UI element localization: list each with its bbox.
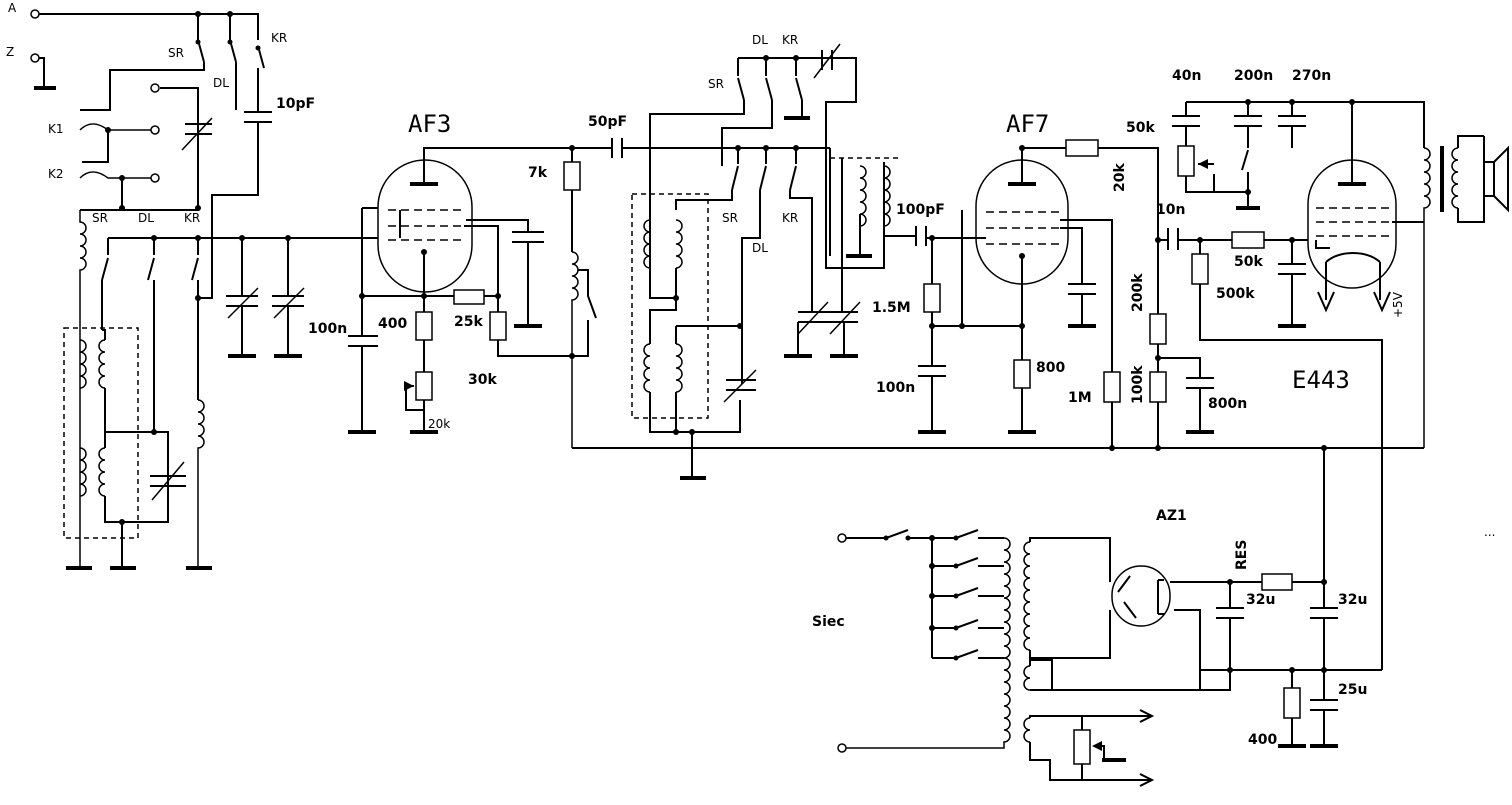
- r-500k-label: 500k: [1216, 286, 1255, 302]
- r-50k-top-label: 50k: [1126, 120, 1155, 136]
- r-20k-label: 20k: [1112, 163, 1128, 192]
- cap-10n-label: 10n: [1156, 202, 1185, 218]
- supply-label: +5V: [1391, 291, 1405, 318]
- k2-label: K2: [48, 167, 64, 181]
- r-1-5M-label: 1.5M: [872, 300, 911, 316]
- switch-label-kr-top: KR: [271, 31, 287, 45]
- switch-label-kr-osc: KR: [782, 33, 798, 47]
- cap-32u-a-label: 32u: [1246, 592, 1275, 608]
- ground-terminal[interactable]: [30, 53, 40, 63]
- r-7k-label: 7k: [528, 165, 548, 181]
- af3-label: AF3: [408, 110, 451, 138]
- resistor-50k-plate: [1065, 139, 1099, 157]
- antenna-label: A: [8, 1, 17, 15]
- cap-200n-label: 200n: [1234, 68, 1273, 84]
- ground-label: Z: [6, 45, 14, 59]
- cap-40n-label: 40n: [1172, 68, 1201, 84]
- cap-10pF-label: 10pF: [276, 96, 315, 112]
- heater-pot: [1073, 729, 1091, 765]
- resistor-200k: [1149, 313, 1167, 345]
- af3-stage: AF3 100n 400 20k 25k 30k: [308, 110, 830, 448]
- k1-terminal[interactable]: [150, 125, 160, 135]
- resistor-1M: [1103, 371, 1121, 403]
- cap-100n-af3-label: 100n: [308, 321, 347, 337]
- az1-tube: [1111, 565, 1171, 627]
- switch-label-sr-osc: SR: [708, 77, 724, 91]
- resistor-7k: [563, 161, 581, 191]
- pot-20k-label: 20k: [428, 417, 450, 431]
- resistor-25k: [453, 289, 485, 305]
- oscillator-section: DL KR SR SR KR DL: [631, 33, 916, 480]
- switch-label-dl-mid: DL: [138, 211, 154, 225]
- r-400-label: 400: [378, 316, 407, 332]
- resistor-1-5M: [923, 283, 941, 313]
- r-800-label: 800: [1036, 360, 1065, 376]
- switch-label-dl-osc: DL: [752, 33, 768, 47]
- resistor-500k: [1191, 253, 1209, 285]
- ellipsis-label: ...: [1484, 525, 1495, 539]
- e443-label: E443: [1292, 366, 1350, 394]
- switch-label-kr-mid: KR: [184, 211, 200, 225]
- r-200k-label: 200k: [1130, 273, 1146, 312]
- r-50k-grid-label: 50k: [1234, 254, 1263, 270]
- r-30k-label: 30k: [468, 372, 497, 388]
- mains-label: Siec: [812, 614, 845, 630]
- k2-terminal[interactable]: [150, 173, 160, 183]
- af7-stage: AF7 100pF 1.5M 100n 800 1M: [872, 110, 1159, 448]
- antenna-terminal[interactable]: [30, 9, 40, 19]
- r-1M-label: 1M: [1068, 390, 1092, 406]
- tone-pot: [1177, 145, 1195, 177]
- resistor-400-ps: [1283, 687, 1301, 719]
- switch-label-sr-osc2: SR: [722, 211, 738, 225]
- power-supply: Siec AZ1 RES 32u 32u: [812, 448, 1382, 787]
- r-100k-label: 100k: [1130, 365, 1146, 404]
- resistor-30k: [489, 311, 507, 341]
- resistor-res: [1261, 573, 1293, 591]
- af7-label: AF7: [1006, 110, 1049, 138]
- res-label: RES: [1234, 540, 1250, 570]
- resistor-800: [1013, 359, 1031, 389]
- r-400-ps-label: 400: [1248, 732, 1277, 748]
- switch-label-kr-osc2: KR: [782, 211, 798, 225]
- cap-800n-label: 800n: [1208, 396, 1247, 412]
- mains-terminal-a[interactable]: [837, 533, 847, 543]
- r-25k-label: 25k: [454, 314, 483, 330]
- resistor-100k: [1149, 371, 1167, 403]
- input-section: A SR DL KR 10pF Z K1 K2: [6, 1, 400, 570]
- cap-25u-label: 25u: [1338, 682, 1367, 698]
- switch-label-dl-top: DL: [213, 76, 229, 90]
- cap-100pF-label: 100pF: [896, 202, 945, 218]
- switch-label-dl-osc2: DL: [752, 241, 768, 255]
- output-stage: 10n 200k 100k 800n 500k 50k 40n 200n 270…: [572, 68, 1509, 670]
- switch-label-sr-mid: SR: [92, 211, 108, 225]
- resistor-50k-grid: [1231, 231, 1265, 249]
- mains-terminal-b[interactable]: [837, 743, 847, 753]
- az1-label: AZ1: [1156, 508, 1187, 524]
- cap-100n-af7-label: 100n: [876, 380, 915, 396]
- cap-270n-label: 270n: [1292, 68, 1331, 84]
- cap-50pF-label: 50pF: [588, 114, 627, 130]
- resistor-400: [415, 311, 433, 341]
- pot-20k: [415, 371, 433, 401]
- k1-label: K1: [48, 122, 64, 136]
- cap-32u-b-label: 32u: [1338, 592, 1367, 608]
- switch-label-sr-top: SR: [168, 46, 184, 60]
